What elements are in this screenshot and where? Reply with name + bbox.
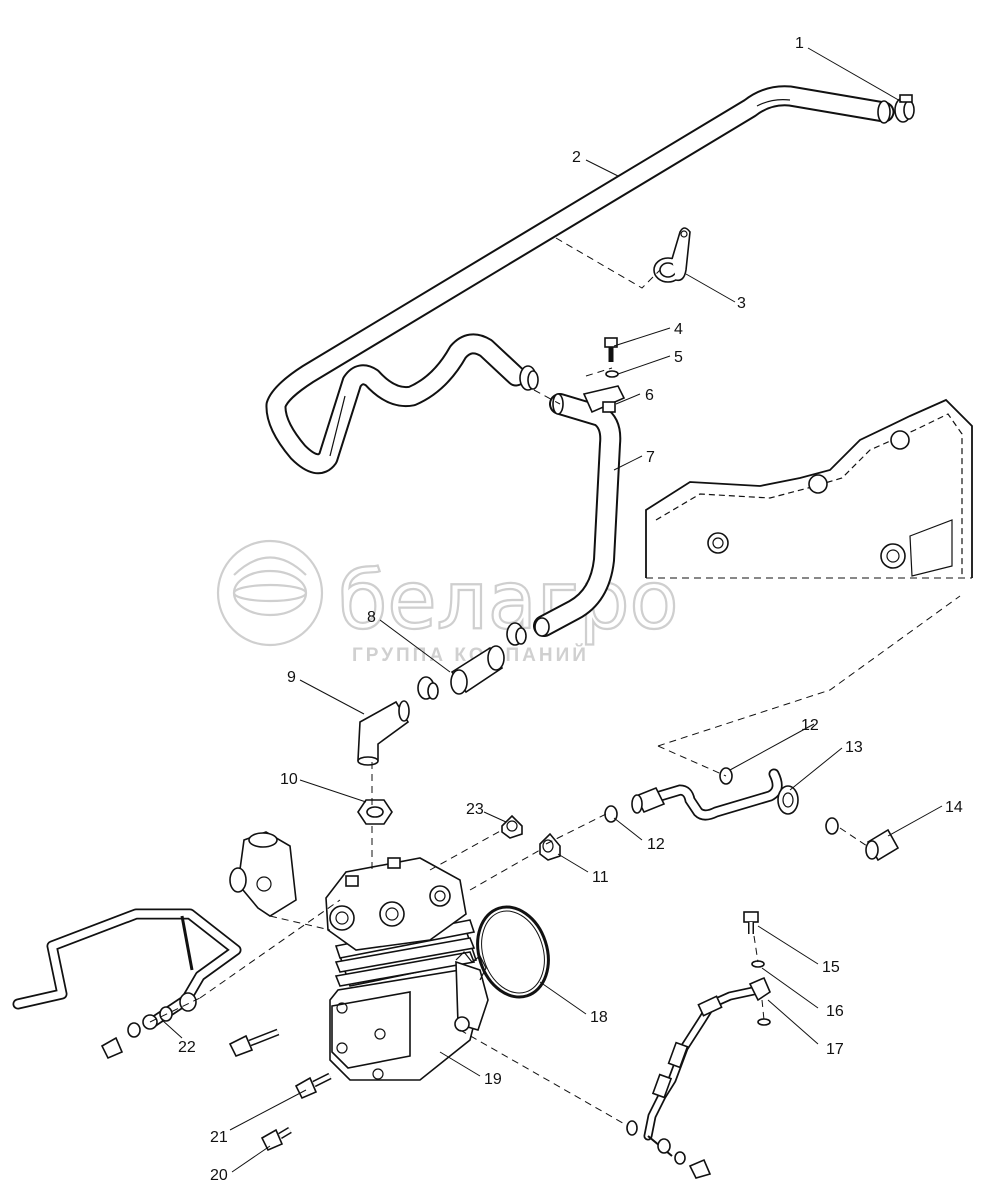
engine-housing <box>645 398 973 579</box>
callout-23: 23 <box>466 801 484 818</box>
part-19-compressor <box>325 857 489 1081</box>
hose-clamp-upper <box>519 365 539 391</box>
callout-20: 20 <box>210 1167 228 1184</box>
callout-10: 10 <box>280 771 298 788</box>
part-7-bent-pipe <box>533 393 622 637</box>
connection-lines <box>149 237 961 1127</box>
part-1-hose-clamp <box>894 94 915 123</box>
callout-18: 18 <box>590 1009 608 1026</box>
water-fitting-housing <box>229 831 297 917</box>
hose-clamp-middle <box>506 622 527 646</box>
part-22-coolant-tube <box>12 908 242 1060</box>
callout-8: 8 <box>367 609 376 626</box>
part-4-bolt <box>604 337 618 362</box>
brand-logo <box>216 539 324 647</box>
callout-12-lower: 12 <box>647 836 665 853</box>
part-3-pipe-clip <box>653 227 691 283</box>
part-13-oil-tube <box>631 768 799 821</box>
callout-14: 14 <box>945 799 963 816</box>
part-14-banjo-bolt <box>865 828 900 862</box>
callout-12-upper: 12 <box>801 717 819 734</box>
callout-15: 15 <box>822 959 840 976</box>
watermark-tagline: ГРУППА КОМПАНИЙ <box>352 644 589 666</box>
callouts: 1 2 3 4 5 6 7 8 9 10 11 12 12 13 14 15 1… <box>178 35 963 1184</box>
part-23-plug <box>501 814 523 839</box>
part-17-washer <box>757 1018 771 1026</box>
part-18-gasket-ring <box>476 905 550 999</box>
part-6-nut-bracket <box>582 385 626 414</box>
callout-16: 16 <box>826 1003 844 1020</box>
callout-4: 4 <box>674 321 683 338</box>
callout-1: 1 <box>795 35 804 52</box>
callout-21: 21 <box>210 1129 228 1146</box>
callout-9: 9 <box>287 669 296 686</box>
part-12-seal-ring-lower <box>604 805 618 823</box>
part-seal-ring-13 <box>825 817 839 835</box>
part-21-bolt-upper <box>228 1028 280 1058</box>
callout-22: 22 <box>178 1039 196 1056</box>
callout-6: 6 <box>645 387 654 404</box>
part-11-fitting <box>539 832 561 861</box>
part-9-elbow-fitting <box>357 700 410 766</box>
oil-pressure-line <box>626 976 771 1179</box>
callout-19: 19 <box>484 1071 502 1088</box>
callout-2: 2 <box>572 149 581 166</box>
callout-11: 11 <box>592 869 609 886</box>
hose-clamp-lower <box>417 676 439 700</box>
part-21-bolt-lower <box>294 1072 332 1100</box>
part-5-washer <box>605 370 619 378</box>
part-20-bolt <box>260 1126 292 1152</box>
callout-5: 5 <box>674 349 683 366</box>
callout-7: 7 <box>646 449 655 466</box>
part-8-short-hose <box>450 645 505 695</box>
callout-17: 17 <box>826 1041 844 1058</box>
callout-13: 13 <box>845 739 863 756</box>
callout-3: 3 <box>737 295 746 312</box>
leader-lines <box>161 47 943 1173</box>
part-15-bolt <box>743 911 759 934</box>
part-2-long-pipe <box>265 85 895 475</box>
part-10-nut <box>357 799 393 825</box>
